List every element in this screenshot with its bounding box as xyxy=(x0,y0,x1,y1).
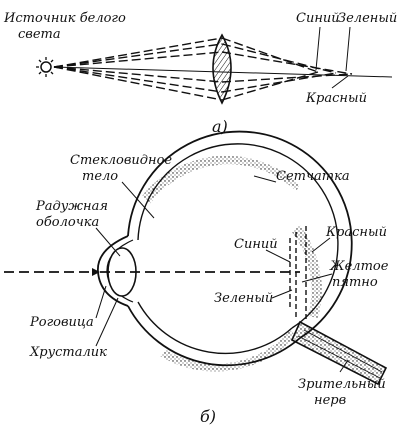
diagram-b-eye: Стекловидное тело Сетчатка Радужная обол… xyxy=(4,130,389,426)
leader-lines-a xyxy=(315,26,351,89)
macula-label: Желтое xyxy=(329,259,389,274)
vitreous-label: Стекловидное xyxy=(70,153,172,168)
incoming-light-ray xyxy=(4,268,300,276)
cornea-label: Роговица xyxy=(29,315,94,330)
iris-label-line2: оболочка xyxy=(36,215,99,230)
blue-label-b: Синий xyxy=(234,237,278,252)
eyeball xyxy=(127,130,353,372)
nerve-label-line2: нерв xyxy=(314,393,346,408)
caption-b: б) xyxy=(200,407,216,426)
retina-label: Сетчатка xyxy=(276,169,350,184)
green-label-a: Зеленый xyxy=(338,11,397,26)
diagram-a-lens-dispersion: Источник белого света Синий Зеленый Крас… xyxy=(3,11,397,136)
vitreous-label-line2: тело xyxy=(82,169,118,184)
red-label-a: Красный xyxy=(305,91,367,106)
caption-a: а) xyxy=(212,117,228,136)
focal-lines xyxy=(289,226,307,322)
lens-label: Хрусталик xyxy=(29,345,107,360)
iris-label: Радужная xyxy=(35,199,108,214)
red-label-b: Красный xyxy=(325,225,387,240)
source-label-line2: света xyxy=(18,27,61,42)
outgoing-rays xyxy=(221,37,353,101)
green-label-b: Зеленый xyxy=(214,291,273,306)
source-label: Источник белого xyxy=(3,11,126,26)
incoming-rays xyxy=(53,37,223,101)
blue-label-a: Синий xyxy=(296,11,340,26)
macula-label-line2: пятно xyxy=(332,275,378,290)
light-source-icon xyxy=(36,57,54,77)
optic-nerve xyxy=(290,320,388,386)
convex-lens xyxy=(212,33,232,105)
nerve-label: Зрительный xyxy=(298,377,386,392)
leader-lines-b xyxy=(95,175,349,373)
